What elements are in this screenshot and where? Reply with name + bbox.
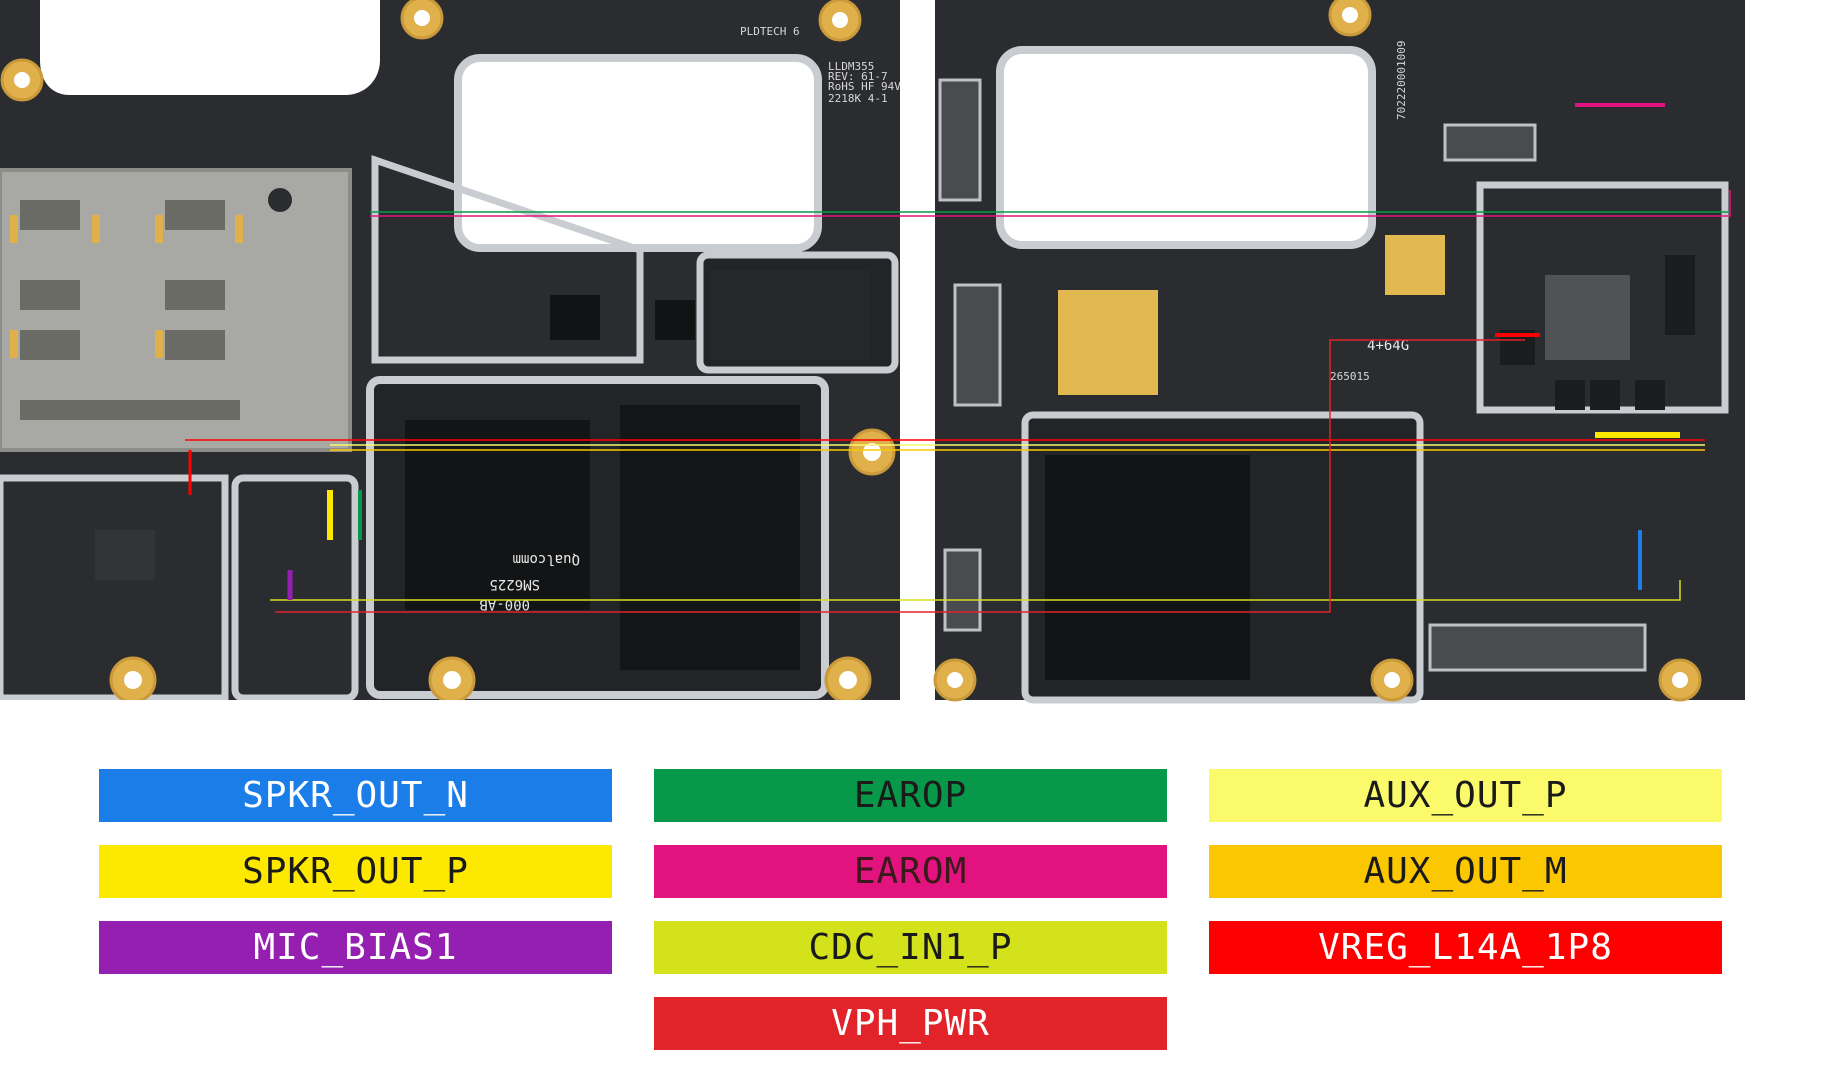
left-board: PLDTECH 6 LLDM355 REV: 61-7 RoHS HF 94V-… [0,0,914,704]
legend-spkr-out-p: SPKR_OUT_P [99,845,612,898]
soc-variant-marking: 000-AB [479,596,530,612]
legend-label: SPKR_OUT_N [242,775,469,816]
legend-label: AUX_OUT_M [1363,851,1568,892]
legend-label: EAROP [853,775,968,816]
board-marking-model: LLDM355 [828,60,874,73]
legend-cdc-in1-p: CDC_IN1_P [654,921,1167,974]
soc-brand-marking: Qualcomm [513,551,580,567]
trace-earom [370,190,1731,217]
board-serial-code: 702220001009 [1395,41,1408,120]
legend-label: VPH_PWR [831,1003,990,1044]
board-marking-pldtech: PLDTECH 6 [740,25,800,38]
memory-code-marking: 265015 [1330,370,1370,383]
legend-label: SPKR_OUT_P [242,851,469,892]
signal-traces [185,103,1731,613]
legend-earop: EAROP [654,769,1167,822]
legend-vph-pwr: VPH_PWR [654,997,1167,1050]
board-marking-rev: REV: 61-7 [828,70,888,83]
soc-chip [405,420,590,610]
legend-spkr-out-n: SPKR_OUT_N [99,769,612,822]
legend-mic-bias1: MIC_BIAS1 [99,921,612,974]
pmic-chip [1545,275,1630,360]
legend-label: MIC_BIAS1 [253,927,458,968]
legend-vreg-l14a-1p8: VREG_L14A_1P8 [1209,921,1722,974]
board-marking-batch: 2218K 4-1 [828,92,888,105]
legend-label: EAROM [853,851,968,892]
legend-earom: EAROM [654,845,1167,898]
legend-aux-out-p: AUX_OUT_P [1209,769,1722,822]
legend-label: CDC_IN1_P [808,927,1013,968]
pcb-diagram: PLDTECH 6 LLDM355 REV: 61-7 RoHS HF 94V-… [0,0,1828,710]
legend-aux-out-m: AUX_OUT_M [1209,845,1722,898]
board-marking-rohs: RoHS HF 94V-0 [828,80,914,93]
memory-size-marking: 4+64G [1367,338,1409,354]
right-board: 702220001009 4+64G 265015 [933,0,1828,710]
soc-model-marking: SM6225 [489,576,540,592]
legend-label: VREG_L14A_1P8 [1318,927,1613,968]
memory-chip [620,405,800,670]
legend-label: AUX_OUT_P [1363,775,1568,816]
emmc-chip [1045,455,1250,680]
trace-vph-pwr [275,339,1525,613]
pcb-board-photo: PLDTECH 6 LLDM355 REV: 61-7 RoHS HF 94V-… [0,0,1828,710]
trace-cdc-in1-p [270,580,1681,601]
